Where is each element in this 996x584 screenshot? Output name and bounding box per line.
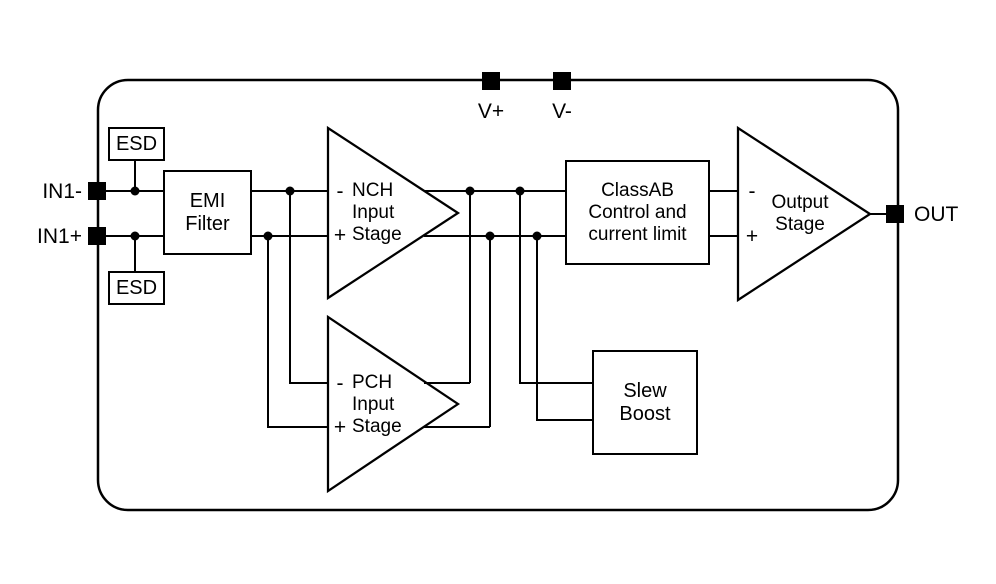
nch-line3: Stage: [352, 224, 402, 245]
pin-in1-minus: [88, 182, 106, 200]
output-stage-triangle: [736, 125, 873, 303]
esd-block-bottom: ESD: [108, 271, 165, 305]
esd-block-top: ESD: [108, 127, 165, 161]
pch-line1: PCH: [352, 372, 393, 393]
pch-line3: Stage: [352, 416, 402, 437]
pch-line2: Input: [352, 394, 395, 415]
classab-line3: current limit: [588, 223, 687, 245]
wire-stage-outputs-to-classab: [424, 190, 565, 428]
wire-classab-to-output: [710, 190, 886, 237]
pin-vminus: [553, 72, 571, 90]
emi-filter-line2: Filter: [185, 212, 230, 235]
pin-in1-plus: [88, 227, 106, 245]
slew-boost-line1: Slew: [623, 379, 667, 402]
pch-plus-marker: +: [333, 415, 347, 439]
output-stage-words: Output Stage: [758, 192, 842, 236]
wire-inputs-and-esd: [106, 161, 163, 271]
wire-emi-to-input-stages: [252, 190, 328, 428]
pch-minus-marker: -: [336, 371, 344, 395]
nch-stage-words: NCH Input Stage: [352, 180, 402, 246]
wire-to-slew-boost: [519, 191, 592, 421]
pin-vplus: [482, 72, 500, 90]
esd-top-label: ESD: [115, 132, 158, 155]
pch-input-stage-triangle: [326, 314, 461, 494]
nch-line2: Input: [352, 202, 395, 223]
junction-dots: [130, 186, 542, 241]
classab-control-block: ClassAB Control and current limit: [565, 160, 710, 265]
emi-filter-block: EMI Filter: [163, 170, 252, 255]
nch-plus-marker: +: [333, 223, 347, 247]
nch-minus-marker: -: [336, 179, 344, 203]
label-vplus: V+: [477, 99, 505, 123]
chip-boundary: [96, 78, 900, 512]
slew-boost-block: Slew Boost: [592, 350, 698, 455]
label-in1-minus: IN1-: [42, 179, 82, 203]
pin-out: [886, 205, 904, 223]
classab-line1: ClassAB: [601, 179, 674, 201]
label-out: OUT: [914, 202, 959, 226]
output-line2: Stage: [775, 214, 825, 235]
nch-line1: NCH: [352, 180, 394, 201]
label-vminus: V-: [552, 99, 572, 123]
esd-bottom-label: ESD: [115, 276, 158, 299]
label-in1-plus: IN1+: [37, 224, 82, 248]
output-plus-marker: +: [745, 224, 759, 248]
output-line1: Output: [771, 192, 829, 213]
nch-input-stage-triangle: [326, 125, 461, 301]
pch-stage-words: PCH Input Stage: [352, 372, 402, 438]
classab-line2: Control and: [588, 201, 687, 223]
emi-filter-line1: EMI: [189, 189, 226, 212]
slew-boost-line2: Boost: [619, 402, 671, 425]
output-minus-marker: -: [748, 179, 756, 203]
